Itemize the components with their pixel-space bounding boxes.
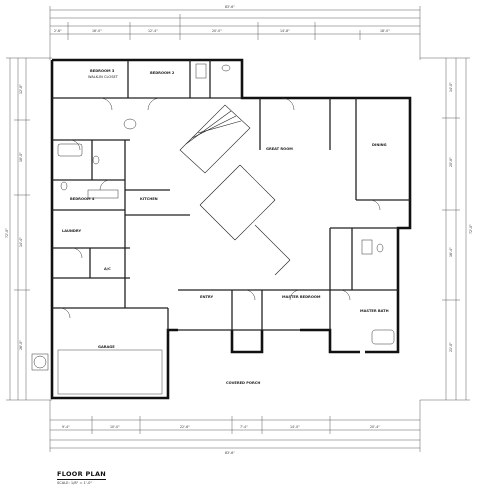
room-label-bedroom-2: BEDROOM 2 bbox=[150, 71, 175, 75]
dim-overall-depth-left: 72'-0" bbox=[5, 228, 9, 238]
room-label-garage: GARAGE bbox=[98, 345, 115, 349]
dim-top-5: 18'-0" bbox=[380, 29, 390, 33]
room-label-covered-porch: COVERED PORCH bbox=[226, 381, 260, 385]
dim-left-2: 14'-4" bbox=[19, 237, 23, 247]
dim-bottom-0: 9'-4" bbox=[62, 425, 70, 429]
dim-right-2: 16'-4" bbox=[449, 247, 453, 257]
dim-right-0: 14'-0" bbox=[449, 82, 453, 92]
room-label-laundry: LAUNDRY bbox=[62, 229, 81, 233]
bath-fixtures bbox=[31, 63, 395, 371]
drawing-scale: SCALE: 1/8" = 1'-0" bbox=[57, 481, 93, 485]
dim-right-1: 20'-8" bbox=[449, 157, 453, 167]
room-label-kitchen: KITCHEN bbox=[140, 197, 158, 201]
dim-left-3: 26'-0" bbox=[19, 340, 23, 350]
room-label-ac: A/C bbox=[104, 267, 111, 271]
dim-overall-width: 83'-6" bbox=[225, 5, 235, 9]
dim-top-4: 14'-8" bbox=[280, 29, 290, 33]
room-label-master-bath: MASTER BATH bbox=[360, 309, 389, 313]
room-label-bedroom-4: BEDROOM 4 bbox=[70, 197, 95, 201]
dimension-labels: 83'-6" 83'-6" 72'-0" 72'-0" 2'-6" 16'-0"… bbox=[5, 5, 473, 455]
dim-bottom-5: 20'-4" bbox=[370, 425, 380, 429]
dim-bottom-1: 10'-0" bbox=[110, 425, 120, 429]
room-label-dining: DINING bbox=[372, 143, 387, 147]
garage-slab bbox=[57, 349, 163, 395]
dim-overall-depth-right: 72'-0" bbox=[469, 224, 473, 234]
room-label-great-room: GREAT ROOM bbox=[266, 147, 293, 151]
dimension-chain-bottom bbox=[49, 400, 421, 452]
room-labels: BEDROOM 3 WALK-IN CLOSET BEDROOM 2 BEDRO… bbox=[62, 69, 389, 385]
dim-top-0: 2'-6" bbox=[54, 29, 62, 33]
dimension-chain-top bbox=[49, 6, 421, 60]
central-stair bbox=[179, 104, 291, 276]
dim-left-0: 12'-8" bbox=[19, 84, 23, 94]
dim-bottom-2: 22'-6" bbox=[180, 425, 190, 429]
door-swings bbox=[59, 97, 381, 319]
room-label-master-bedroom: MASTER BEDROOM bbox=[282, 295, 321, 299]
dim-top-3: 20'-0" bbox=[212, 29, 222, 33]
room-label-entry: ENTRY bbox=[200, 295, 213, 299]
interior-walls bbox=[52, 60, 410, 331]
drawing-title-block: FLOOR PLAN SCALE: 1/8" = 1'-0" bbox=[57, 470, 107, 485]
dim-overall-width-bottom: 83'-6" bbox=[225, 451, 235, 455]
dim-right-3: 21'-0" bbox=[449, 342, 453, 352]
room-note-bedroom-3: WALK-IN CLOSET bbox=[88, 75, 119, 79]
dim-bottom-3: 7'-4" bbox=[240, 425, 248, 429]
dim-top-1: 16'-0" bbox=[92, 29, 102, 33]
exterior-walls bbox=[50, 58, 412, 400]
drawing-title: FLOOR PLAN bbox=[57, 470, 107, 480]
dim-bottom-4: 14'-0" bbox=[290, 425, 300, 429]
dimension-chain-sides bbox=[6, 57, 470, 401]
dim-left-1: 18'-0" bbox=[19, 152, 23, 162]
dim-top-2: 12'-4" bbox=[148, 29, 158, 33]
room-label-bedroom-3: BEDROOM 3 bbox=[90, 69, 115, 73]
